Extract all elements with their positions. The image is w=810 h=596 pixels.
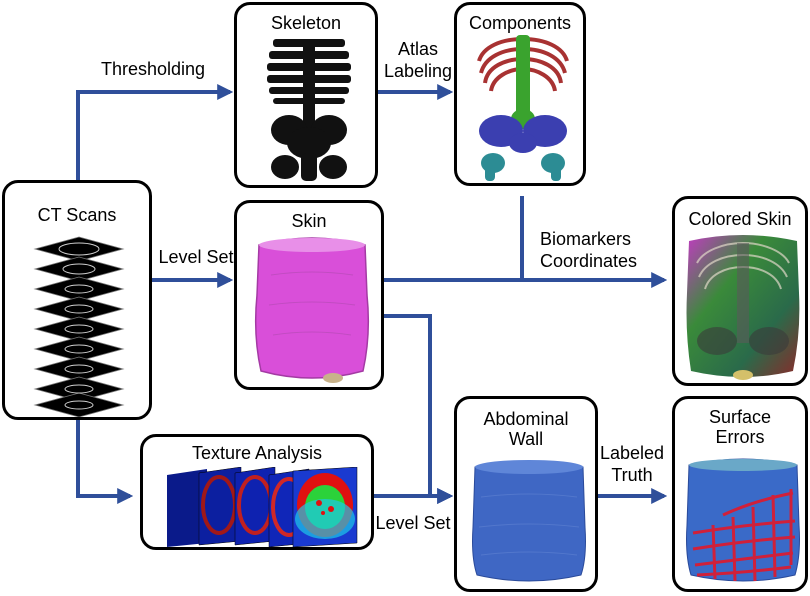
skin-image (254, 237, 370, 383)
arrow-skin-to-wall (384, 314, 454, 504)
abdominal-wall-image (472, 460, 586, 582)
edge-label-biomarkers: Biomarkers Coordinates (540, 228, 660, 272)
node-texture-analysis-title: Texture Analysis (191, 443, 323, 463)
components-image (477, 35, 569, 181)
edge-label-thresholding: Thresholding (100, 59, 206, 79)
edge-label-labeled: Labeled (599, 443, 665, 463)
arrow-thresholding (76, 84, 234, 180)
edge-label-labeled-truth: Labeled Truth (594, 442, 670, 486)
node-texture-analysis: Texture Analysis (140, 434, 374, 550)
edge-label-truth: Truth (611, 465, 653, 485)
node-ct-scans-title: CT Scans (37, 205, 117, 225)
surface-errors-image (686, 458, 800, 582)
node-skin: Skin (234, 200, 384, 390)
node-abdominal-wall: Abdominal Wall (454, 396, 598, 592)
node-surface-errors-title-line1: Surface (708, 407, 772, 427)
skeleton-image (267, 39, 351, 181)
node-colored-skin: Colored Skin (672, 196, 808, 386)
node-skin-title: Skin (291, 211, 327, 231)
edge-label-atlas: Atlas (397, 39, 439, 59)
edge-label-atlas-labeling: Atlas Labeling (380, 38, 456, 82)
node-colored-skin-title: Colored Skin (688, 209, 792, 229)
node-skeleton-title: Skeleton (270, 13, 342, 33)
node-surface-errors-title-line2: Errors (715, 427, 765, 447)
colored-skin-image (686, 235, 800, 380)
edge-label-biomarkers-line2: Coordinates (540, 251, 638, 271)
node-surface-errors-title: Surface Errors (675, 407, 805, 447)
node-abdominal-wall-title: Abdominal Wall (457, 409, 595, 449)
node-components-title: Components (468, 13, 572, 33)
edge-label-labeling: Labeling (383, 61, 453, 81)
node-ct-scans: CT Scans (2, 180, 152, 420)
node-abdominal-wall-title-line2: Wall (508, 429, 544, 449)
texture-maps-image (167, 467, 358, 547)
node-abdominal-wall-title-line1: Abdominal (483, 409, 569, 429)
edge-label-level-set-1: Level Set (158, 247, 234, 267)
arrow-ct-to-texture (76, 420, 134, 504)
ct-slice-stack-image (33, 236, 125, 417)
node-components: Components (454, 2, 586, 186)
edge-label-level-set-2: Level Set (375, 513, 451, 533)
edge-label-biomarkers-line1: Biomarkers (540, 229, 632, 249)
node-surface-errors: Surface Errors (672, 396, 808, 592)
node-skeleton: Skeleton (234, 2, 378, 188)
